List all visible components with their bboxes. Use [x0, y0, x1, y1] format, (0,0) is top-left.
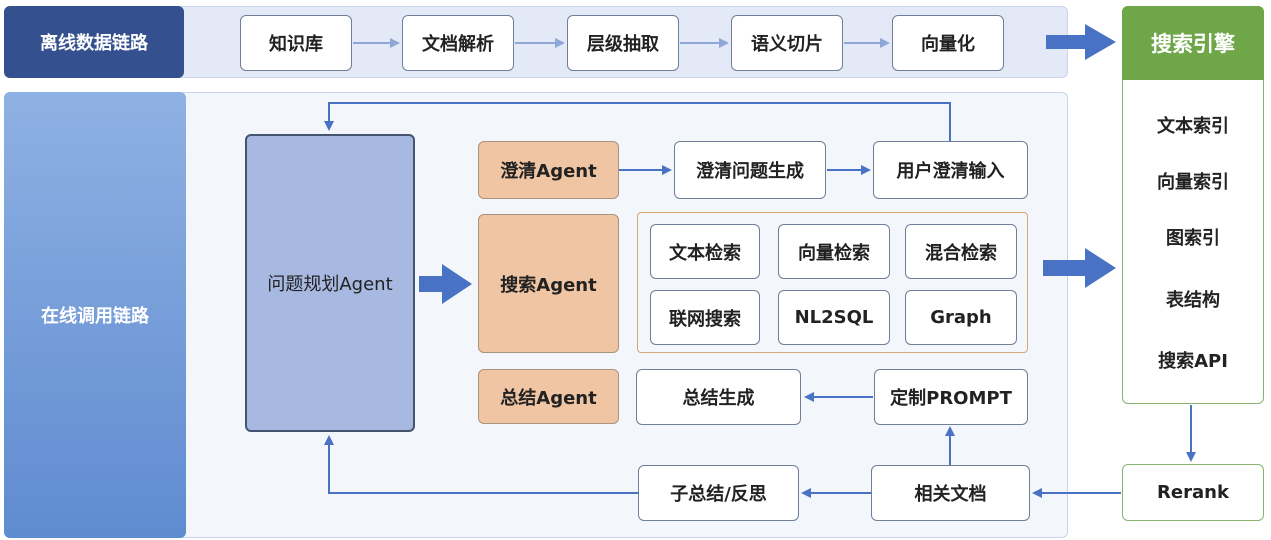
step-semantic-chunking: 语义切片 — [731, 15, 843, 71]
engine-item-table-schema: 表结构 — [1166, 290, 1220, 311]
search-method-hybrid: 混合检索 — [905, 224, 1017, 279]
planner-agent-box: 问题规划Agent — [245, 134, 415, 432]
custom-prompt-box: 定制PROMPT — [874, 369, 1028, 425]
search-agent-box: 搜索Agent — [478, 214, 619, 353]
related-documents-box: 相关文档 — [871, 465, 1030, 521]
engine-item-vector-index: 向量索引 — [1157, 172, 1229, 193]
summary-generation-box: 总结生成 — [636, 369, 801, 425]
search-method-nl2sql: NL2SQL — [778, 290, 890, 345]
arrow-sub-summary-back-to-planner — [324, 435, 638, 494]
user-clarify-input-box: 用户澄清输入 — [873, 141, 1028, 199]
big-arrow-search-to-engine — [1043, 248, 1116, 288]
big-arrow-offline-to-engine — [1046, 24, 1116, 60]
sub-summary-reflection-box: 子总结/反思 — [638, 465, 799, 521]
big-arrow-planner-to-search — [419, 264, 472, 304]
step-vectorization: 向量化 — [892, 15, 1004, 71]
engine-item-search-api: 搜索API — [1158, 351, 1228, 372]
offline-lane-label: 离线数据链路 — [4, 6, 184, 78]
arrow-user-input-back-to-planner — [324, 102, 951, 141]
engine-item-text-index: 文本索引 — [1157, 116, 1229, 137]
search-method-vector: 向量检索 — [778, 224, 890, 279]
search-engine-title: 搜索引擎 — [1122, 6, 1264, 80]
step-hierarchy-extraction: 层级抽取 — [567, 15, 679, 71]
engine-item-graph-index: 图索引 — [1166, 228, 1220, 249]
online-lane-label: 在线调用链路 — [4, 92, 186, 538]
search-methods-group — [637, 212, 1028, 353]
clarify-agent-box: 澄清Agent — [478, 141, 619, 199]
step-knowledge-base: 知识库 — [240, 15, 352, 71]
search-method-graph: Graph — [905, 290, 1017, 345]
clarify-question-generation-box: 澄清问题生成 — [674, 141, 826, 199]
summary-agent-box: 总结Agent — [478, 369, 619, 424]
step-document-parsing: 文档解析 — [402, 15, 514, 71]
search-method-text: 文本检索 — [650, 224, 760, 279]
search-method-web: 联网搜索 — [650, 290, 760, 345]
rerank-box: Rerank — [1122, 464, 1264, 521]
